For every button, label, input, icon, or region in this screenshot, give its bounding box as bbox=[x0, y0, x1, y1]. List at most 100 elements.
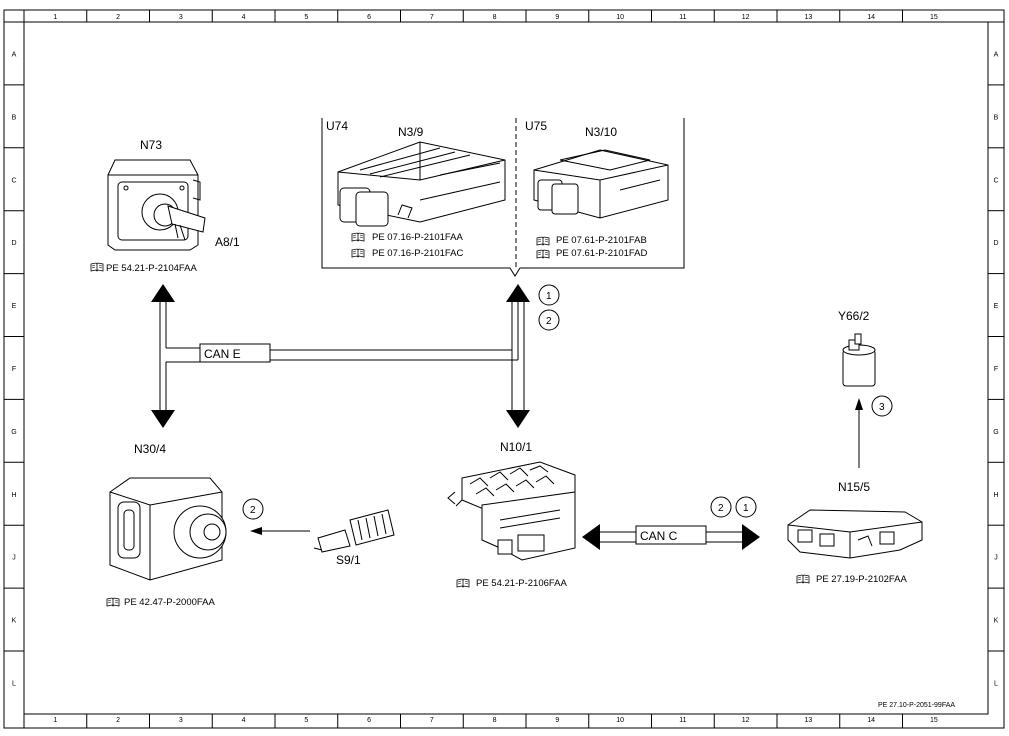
n30-4-component: N30/4 PE 42.47-P-2000FAA bbox=[106, 442, 227, 608]
n10-1-ref: PE 54.21-P-2106FAA bbox=[476, 578, 567, 589]
grid-column-label: 4 bbox=[242, 14, 246, 21]
n15-5-component: N15/5 PE 27.19-P-2102FAA bbox=[787, 480, 923, 585]
grid-row-label: L bbox=[994, 680, 998, 687]
grid-column-label: 8 bbox=[493, 14, 497, 21]
can-e-bus: CAN E bbox=[151, 284, 530, 428]
u75-label: U75 bbox=[525, 119, 547, 133]
grid-row-label: F bbox=[994, 366, 998, 373]
svg-text:1: 1 bbox=[546, 291, 552, 302]
grid-row-label: G bbox=[11, 429, 16, 436]
n73-ignition-switch-drawing bbox=[107, 159, 206, 251]
grid-column-label: 1 bbox=[53, 717, 57, 724]
grid-column-label: 7 bbox=[430, 14, 434, 21]
book-ref-icon bbox=[536, 236, 550, 246]
svg-text:2: 2 bbox=[718, 503, 724, 514]
grid-row-label: J bbox=[994, 555, 998, 562]
grid-column-label: 7 bbox=[430, 717, 434, 724]
n3-10-label: N3/10 bbox=[585, 125, 617, 139]
grid-column-label: 8 bbox=[493, 717, 497, 724]
grid-column-label: 2 bbox=[116, 14, 120, 21]
n10-1-component: N10/1 PE 54.21-P-2106FAA bbox=[447, 440, 576, 589]
grid-column-label: 14 bbox=[867, 14, 875, 21]
grid-row-label: B bbox=[994, 114, 999, 121]
n3-9-ref-2: PE 07.16-P-2101FAC bbox=[372, 248, 463, 259]
book-ref-icon bbox=[90, 262, 104, 272]
grid-column-label: 12 bbox=[742, 14, 750, 21]
grid-column-label: 3 bbox=[179, 717, 183, 724]
can-c-bus: CAN C bbox=[582, 524, 760, 550]
s9-1-component: S9/1 bbox=[250, 509, 395, 567]
n73-component: N73 A8/1 PE 54.21-P-2104FAA bbox=[90, 138, 240, 274]
arrow-up-ecu bbox=[506, 284, 530, 302]
grid-column-label: 15 bbox=[930, 14, 938, 21]
s9-1-switch-drawing bbox=[313, 509, 395, 553]
grid-column-label: 9 bbox=[555, 14, 559, 21]
n3-9-ecu-drawing bbox=[337, 141, 506, 227]
n30-4-esp-unit-drawing bbox=[109, 477, 227, 581]
n10-1-label: N10/1 bbox=[500, 440, 532, 454]
y66-2-label: Y66/2 bbox=[838, 309, 870, 323]
can-c-label: CAN C bbox=[640, 529, 678, 543]
marker-canc-1: 1 bbox=[735, 496, 757, 518]
n15-5-ref: PE 27.19-P-2102FAA bbox=[816, 574, 907, 585]
document-id: PE 27.10-P-2051-99FAA bbox=[878, 702, 955, 709]
grid-row-label: G bbox=[993, 429, 998, 436]
u74-label: U74 bbox=[326, 119, 348, 133]
n3-9-label: N3/9 bbox=[398, 125, 424, 139]
n15-5-module-drawing bbox=[787, 509, 923, 559]
a8-1-label: A8/1 bbox=[215, 235, 240, 249]
n3-10-ref-1: PE 07.61-P-2101FAB bbox=[556, 235, 647, 246]
grid-row-label: H bbox=[11, 492, 16, 499]
book-ref-icon bbox=[536, 249, 550, 259]
arrow-left-n10-1 bbox=[582, 524, 600, 550]
grid-row-label: A bbox=[12, 51, 17, 58]
grid-column-label: 11 bbox=[679, 14, 686, 21]
book-ref-icon bbox=[796, 574, 810, 584]
book-ref-icon bbox=[351, 248, 365, 258]
arrow-down-n30-4 bbox=[151, 410, 175, 428]
grid-column-label: 2 bbox=[116, 717, 120, 724]
svg-text:1: 1 bbox=[743, 503, 749, 514]
svg-text:2: 2 bbox=[250, 505, 256, 516]
grid-column-label: 5 bbox=[304, 717, 308, 724]
grid-column-label: 6 bbox=[367, 14, 371, 21]
grid-row-label: C bbox=[11, 177, 16, 184]
grid-row-label: L bbox=[12, 680, 16, 687]
grid-column-label: 14 bbox=[867, 717, 875, 724]
grid-row-label: B bbox=[12, 114, 17, 121]
grid-row-label: J bbox=[12, 555, 16, 562]
marker-y66-3: 3 bbox=[871, 395, 893, 417]
can-e-label: CAN E bbox=[204, 347, 241, 361]
n3-10-ref-2: PE 07.61-P-2101FAD bbox=[556, 248, 647, 259]
n15-5-label: N15/5 bbox=[838, 480, 870, 494]
book-ref-icon bbox=[351, 232, 365, 242]
arrow-up-y66-2 bbox=[855, 398, 863, 410]
grid-row-label: D bbox=[11, 240, 16, 247]
grid-row-label: C bbox=[993, 177, 998, 184]
grid-row-label: H bbox=[993, 492, 998, 499]
grid-column-label: 1 bbox=[53, 14, 57, 21]
n30-4-ref: PE 42.47-P-2000FAA bbox=[124, 597, 215, 608]
grid-column-label: 13 bbox=[804, 14, 812, 21]
marker-top-2: 2 bbox=[538, 309, 560, 331]
n3-9-ref-1: PE 07.16-P-2101FAA bbox=[372, 232, 463, 243]
svg-text:3: 3 bbox=[879, 402, 885, 413]
n73-label: N73 bbox=[140, 138, 162, 152]
y66-2-component: Y66/2 bbox=[838, 309, 876, 468]
marker-s9-2: 2 bbox=[242, 498, 264, 520]
grid-row-label: D bbox=[993, 240, 998, 247]
grid-column-label: 11 bbox=[679, 717, 686, 724]
grid-column-label: 6 bbox=[367, 717, 371, 724]
grid-column-label: 12 bbox=[742, 717, 750, 724]
n3-10-ecu-drawing bbox=[533, 149, 669, 219]
grid-row-label: K bbox=[12, 618, 17, 625]
arrow-down-n10-1 bbox=[506, 410, 530, 428]
n73-ref: PE 54.21-P-2104FAA bbox=[106, 263, 197, 274]
grid-row-label: E bbox=[994, 303, 999, 310]
marker-canc-2: 2 bbox=[710, 496, 732, 518]
book-ref-icon bbox=[106, 597, 120, 607]
marker-top-1: 1 bbox=[538, 284, 560, 306]
grid-column-label: 3 bbox=[179, 14, 183, 21]
grid-row-label: K bbox=[994, 618, 999, 625]
